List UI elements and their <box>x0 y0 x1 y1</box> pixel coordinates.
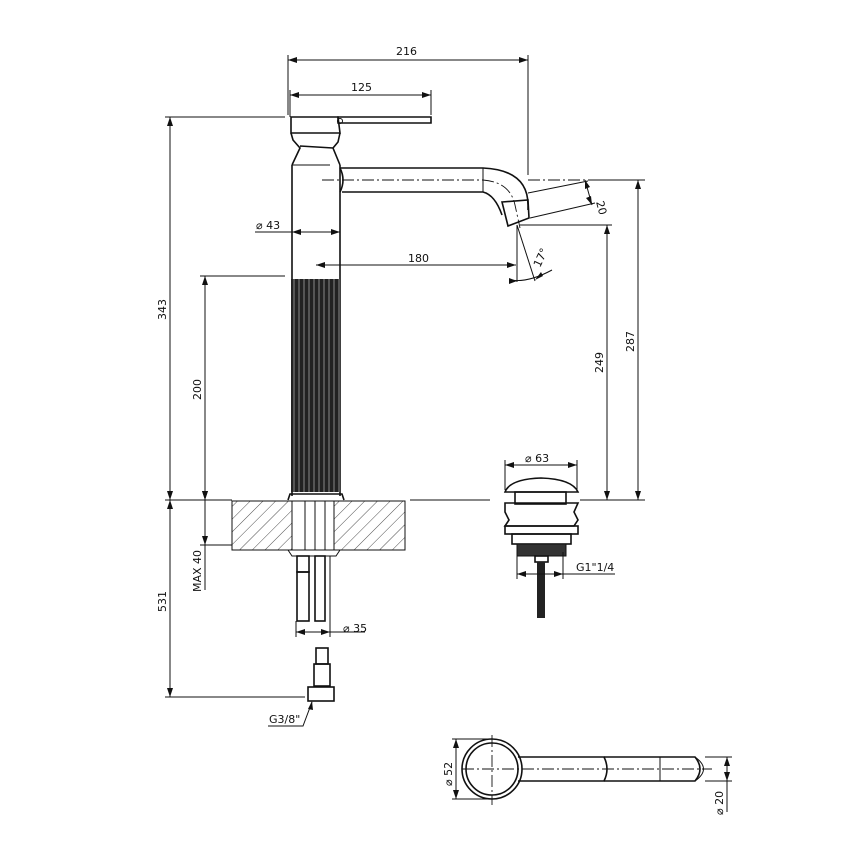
countertop-section <box>231 500 406 702</box>
dim-drain-thread: G1"1/4 <box>576 561 614 574</box>
fluted-grip <box>291 279 340 492</box>
dim-body-diameter: ⌀ 43 <box>256 219 280 232</box>
dim-outlet-angle: 17° <box>531 246 551 269</box>
dim-overall-width: 216 <box>396 45 417 58</box>
dim-hose-thread: G3/8" <box>269 713 300 726</box>
dim-shank-diameter: ⌀ 35 <box>343 622 367 635</box>
faucet-side-view <box>287 116 600 501</box>
dim-handle-length: 125 <box>351 81 372 94</box>
dim-top-spout-diameter: ⌀ 20 <box>713 791 726 815</box>
dim-hose-length: 531 <box>156 591 169 612</box>
dim-outlet-diameter: 20 <box>593 199 609 216</box>
dim-fluted-height: 200 <box>191 379 204 400</box>
dim-spout-reach: 180 <box>408 252 429 265</box>
dim-top-body-diameter: ⌀ 52 <box>442 762 455 786</box>
dim-outlet-height: 249 <box>593 352 606 373</box>
dimension-lines <box>165 55 732 812</box>
dim-total-height: 343 <box>156 299 169 320</box>
dim-spout-height: 287 <box>624 331 637 352</box>
dim-drain-diameter: ⌀ 63 <box>525 452 549 465</box>
dim-max-counter-thickness: MAX 40 <box>191 550 204 592</box>
pop-up-drain <box>503 477 580 618</box>
faucet-top-view <box>461 735 712 805</box>
